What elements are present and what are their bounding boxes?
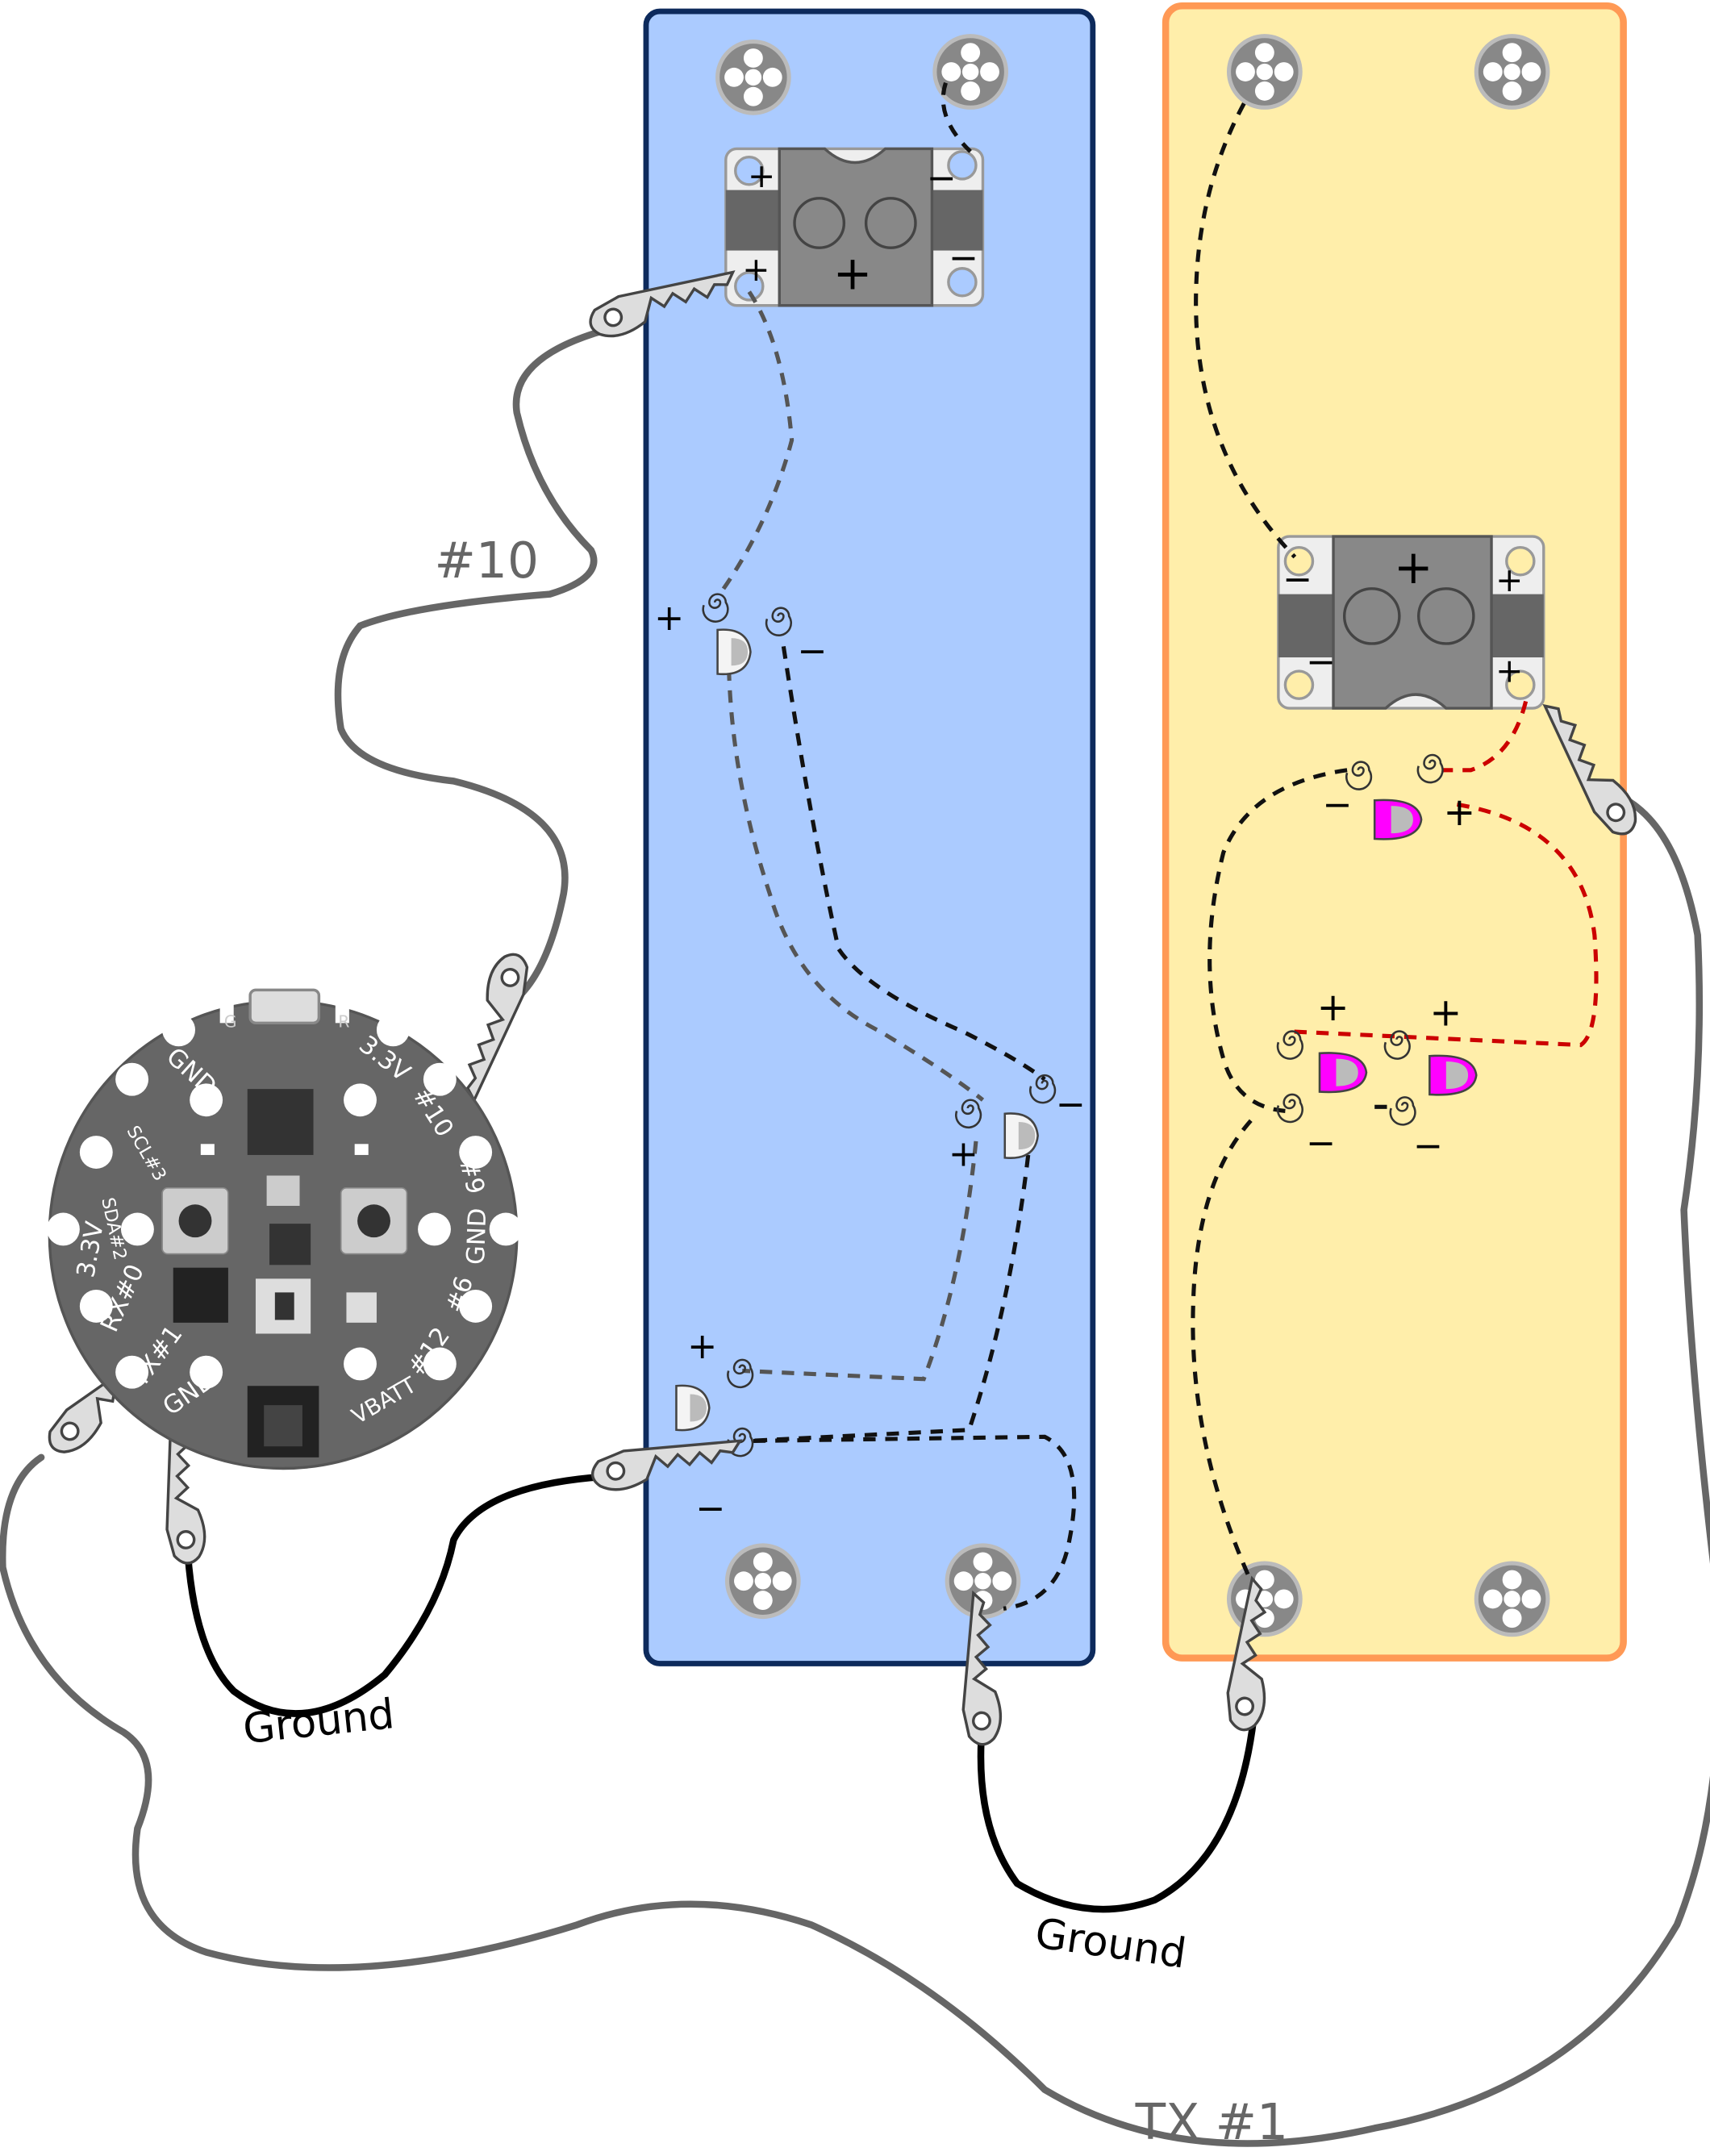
led-pink-1: − + (1322, 753, 1475, 840)
plus-label: + (1317, 986, 1349, 1030)
wires (0, 327, 1710, 2147)
led-white-2: + − (949, 1074, 1086, 1175)
minus-label: − (1306, 641, 1336, 682)
plus-label: + (748, 156, 775, 195)
stitching-blue (719, 81, 1077, 1611)
plus-label: + (742, 250, 770, 289)
battery-holder-blue: + + + − − (724, 147, 985, 307)
pin-gnd-right: GND (462, 1207, 492, 1265)
minus-label: − (949, 237, 978, 278)
snap-icon (1476, 36, 1548, 108)
usb-g-label: G (224, 1011, 237, 1031)
minus-label: − (797, 631, 827, 672)
plus-label: + (1394, 540, 1433, 594)
minus-label: − (1306, 1123, 1336, 1164)
wire-label-pin10: #10 (435, 532, 539, 590)
plus-label: + (687, 1326, 717, 1367)
battery-holder-yellow: + + + − − (1277, 535, 1545, 710)
blue-panel (643, 8, 1096, 1666)
plus-label: + (1495, 561, 1523, 599)
snap-icon (1229, 36, 1301, 108)
snap-icon (935, 36, 1007, 108)
plus-label: + (949, 1134, 978, 1175)
plus-label: + (1429, 991, 1462, 1036)
led-white-3: + − (675, 1326, 754, 1529)
plus-label: + (833, 245, 873, 300)
led-pink-3: + − (1383, 991, 1478, 1166)
circuit-playground-board: G R GND SCL#3 SDA#2 3.3V RX#0 TX#1 GND V… (46, 988, 523, 1470)
plus-label: + (1443, 790, 1475, 835)
minus-label: − (1056, 1084, 1086, 1125)
plus-label: + (654, 598, 684, 639)
wire-label-tx: TX #1 (1135, 2094, 1288, 2151)
minus-label: − (1282, 559, 1312, 600)
snap-icon (728, 1545, 799, 1617)
wire-label-ground-bottom: Ground (1032, 1910, 1189, 1979)
wire-ground-left (183, 1473, 609, 1717)
wire-ground-bottom (977, 1715, 1257, 1913)
wire-tx (0, 794, 1710, 2147)
snap-icon (1229, 1563, 1301, 1635)
minus-label: − (695, 1488, 725, 1529)
led-pink-2: + − (1276, 986, 1368, 1164)
led-white-1: + − (654, 593, 828, 676)
snap-icon (718, 42, 790, 114)
usb-r-label: R (338, 1011, 349, 1031)
minus-label: − (927, 158, 957, 199)
stitching-yellow (1191, 102, 1599, 1583)
wire-label-ground-left: Ground (241, 1691, 397, 1754)
plus-label: + (1495, 652, 1523, 690)
minus-label: − (1413, 1125, 1443, 1166)
wire-pin10 (334, 327, 609, 997)
minus-label: − (1322, 785, 1352, 826)
snap-icon (1476, 1563, 1548, 1635)
